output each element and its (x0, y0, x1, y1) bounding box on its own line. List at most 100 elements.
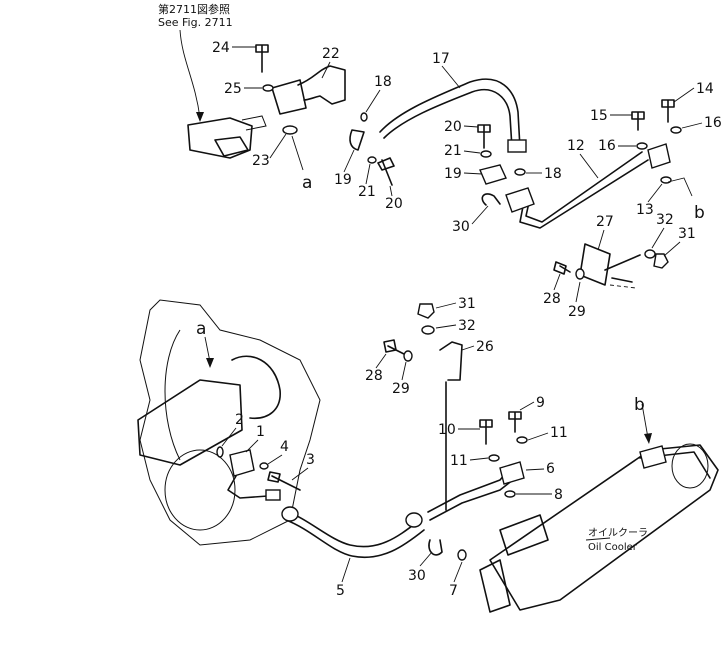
label-27: 27 (596, 214, 614, 230)
part-13-washer (660, 176, 672, 184)
reference-arrowhead (196, 112, 204, 122)
bracket-dashed-link (609, 284, 637, 289)
label-10: 10 (438, 422, 456, 438)
label-21a: 21 (358, 184, 376, 200)
part-21-washer-upper (480, 150, 492, 158)
a-arrow-bottom (206, 358, 214, 368)
reference-jp: 第2711図参照 (158, 2, 230, 16)
part-5-hose (283, 509, 421, 548)
oil-cooler-label-en: Oil Cooler (588, 542, 638, 553)
leader-7 (453, 561, 463, 583)
leader-5 (341, 557, 351, 583)
part-31-nut-lower (417, 303, 435, 319)
b-leader-bottom (641, 403, 649, 439)
callout-a-bottom: a (196, 319, 206, 339)
label-16a: 16 (598, 138, 616, 154)
outlet-flange (214, 136, 249, 157)
label-4: 4 (280, 439, 289, 455)
label-20a: 20 (385, 196, 403, 212)
part-14-bolt (661, 99, 675, 123)
part-22-elbow (297, 65, 346, 105)
part-12-flange (505, 187, 535, 213)
turbo-outlet-block (187, 117, 253, 159)
label-11b: 11 (450, 453, 468, 469)
label-17: 17 (432, 51, 450, 67)
part-12-tube (519, 159, 649, 229)
leader-19b (463, 172, 483, 175)
label-30a: 30 (452, 219, 470, 235)
label-22: 22 (322, 46, 340, 62)
engine-flywheel (164, 449, 236, 531)
leader-32b (435, 324, 457, 329)
oil-cooler-top-port (639, 445, 667, 469)
oil-cooler-label-jp: オイルクーラ (588, 527, 648, 539)
turbo-housing (137, 379, 243, 466)
part-12-block (647, 143, 671, 169)
reference-leader (179, 29, 201, 119)
leader-20b (463, 125, 479, 128)
part-1-block (229, 449, 255, 477)
part-19-clip (349, 129, 365, 151)
leader-30b (419, 551, 433, 567)
label-29a: 29 (568, 304, 586, 320)
part-6-block (499, 461, 525, 485)
callout-letters: a a b b (196, 135, 705, 415)
label-18b: 18 (544, 166, 562, 182)
label-11a: 11 (550, 425, 568, 441)
leader-14 (673, 87, 695, 103)
leader-9 (519, 401, 535, 411)
label-14: 14 (696, 81, 714, 97)
leader-16b (681, 122, 703, 129)
part-17-hose (379, 78, 521, 149)
leader-20a (389, 185, 393, 197)
label-20b: 20 (444, 119, 462, 135)
part-16-washer-b (670, 126, 682, 134)
oil-cooler-mount-left (479, 559, 511, 613)
label-28b: 28 (365, 368, 383, 384)
part-9-bolt (508, 411, 522, 433)
a-leader-bottom (204, 336, 211, 363)
label-6: 6 (546, 461, 555, 477)
label-19: 19 (334, 172, 352, 188)
label-24: 24 (212, 40, 230, 56)
part-7-nut (457, 549, 467, 561)
leader-31a (663, 241, 681, 257)
part-11-washer-b (488, 454, 500, 462)
label-15: 15 (590, 108, 608, 124)
leader-17 (441, 65, 461, 89)
oil-cooler-label-leader (585, 537, 611, 541)
engine-contour-1 (164, 329, 181, 461)
oil-cooler-port-block (499, 514, 549, 556)
part-29-washer-lower (403, 350, 413, 362)
leader-30a (471, 205, 489, 225)
leader-11a (527, 432, 549, 441)
turbo-scroll (231, 355, 281, 419)
leader-3 (291, 467, 309, 481)
part-19-plate (479, 164, 507, 185)
label-9: 9 (536, 395, 545, 411)
part-25-washer (262, 84, 274, 92)
part-27-bracket-tab (604, 254, 641, 283)
label-19b: 19 (444, 166, 462, 182)
part-29-washer-upper (575, 268, 585, 280)
part-28-bolt-upper (553, 261, 571, 275)
part-30-clip-upper (481, 193, 501, 206)
leader-26 (461, 345, 475, 351)
part-32-washer-upper (644, 249, 656, 259)
part-1-tube (227, 475, 269, 499)
part-12-tube-inner (525, 151, 643, 223)
part-28-bolt-lower (383, 339, 405, 355)
leader-21b (463, 150, 481, 154)
b-arrow-bottom (644, 433, 652, 444)
callout-b-bottom: b (634, 395, 645, 415)
label-28a: 28 (543, 291, 561, 307)
part-11-washer-a (516, 436, 528, 444)
a-leader-top (291, 135, 304, 171)
part-1-nut (265, 489, 281, 501)
part-20-bolt-upper (477, 124, 491, 149)
leader-21a (365, 163, 371, 185)
label-16b: 16 (704, 115, 722, 131)
callout-a-top: a (302, 173, 312, 193)
leader-27 (597, 229, 605, 251)
